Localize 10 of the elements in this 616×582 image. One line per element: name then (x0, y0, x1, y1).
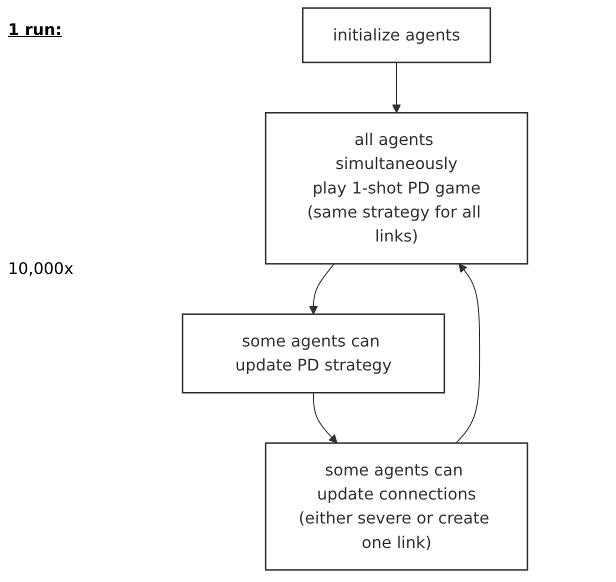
note-text: 10,000x (8, 259, 74, 278)
arrow (309, 264, 335, 315)
node-box: some agents can update connections (either severe or create one link) (264, 442, 528, 571)
node-box: initialize agents (302, 7, 492, 64)
arrow (392, 62, 401, 114)
arrow (312, 392, 338, 444)
node-box: all agents simultaneously play 1-shot PD game (same strategy for all links) (264, 112, 528, 265)
node-box: some agents can update PD strategy (182, 313, 446, 394)
note-text: 1 run: (8, 20, 63, 39)
arrow (456, 263, 480, 444)
